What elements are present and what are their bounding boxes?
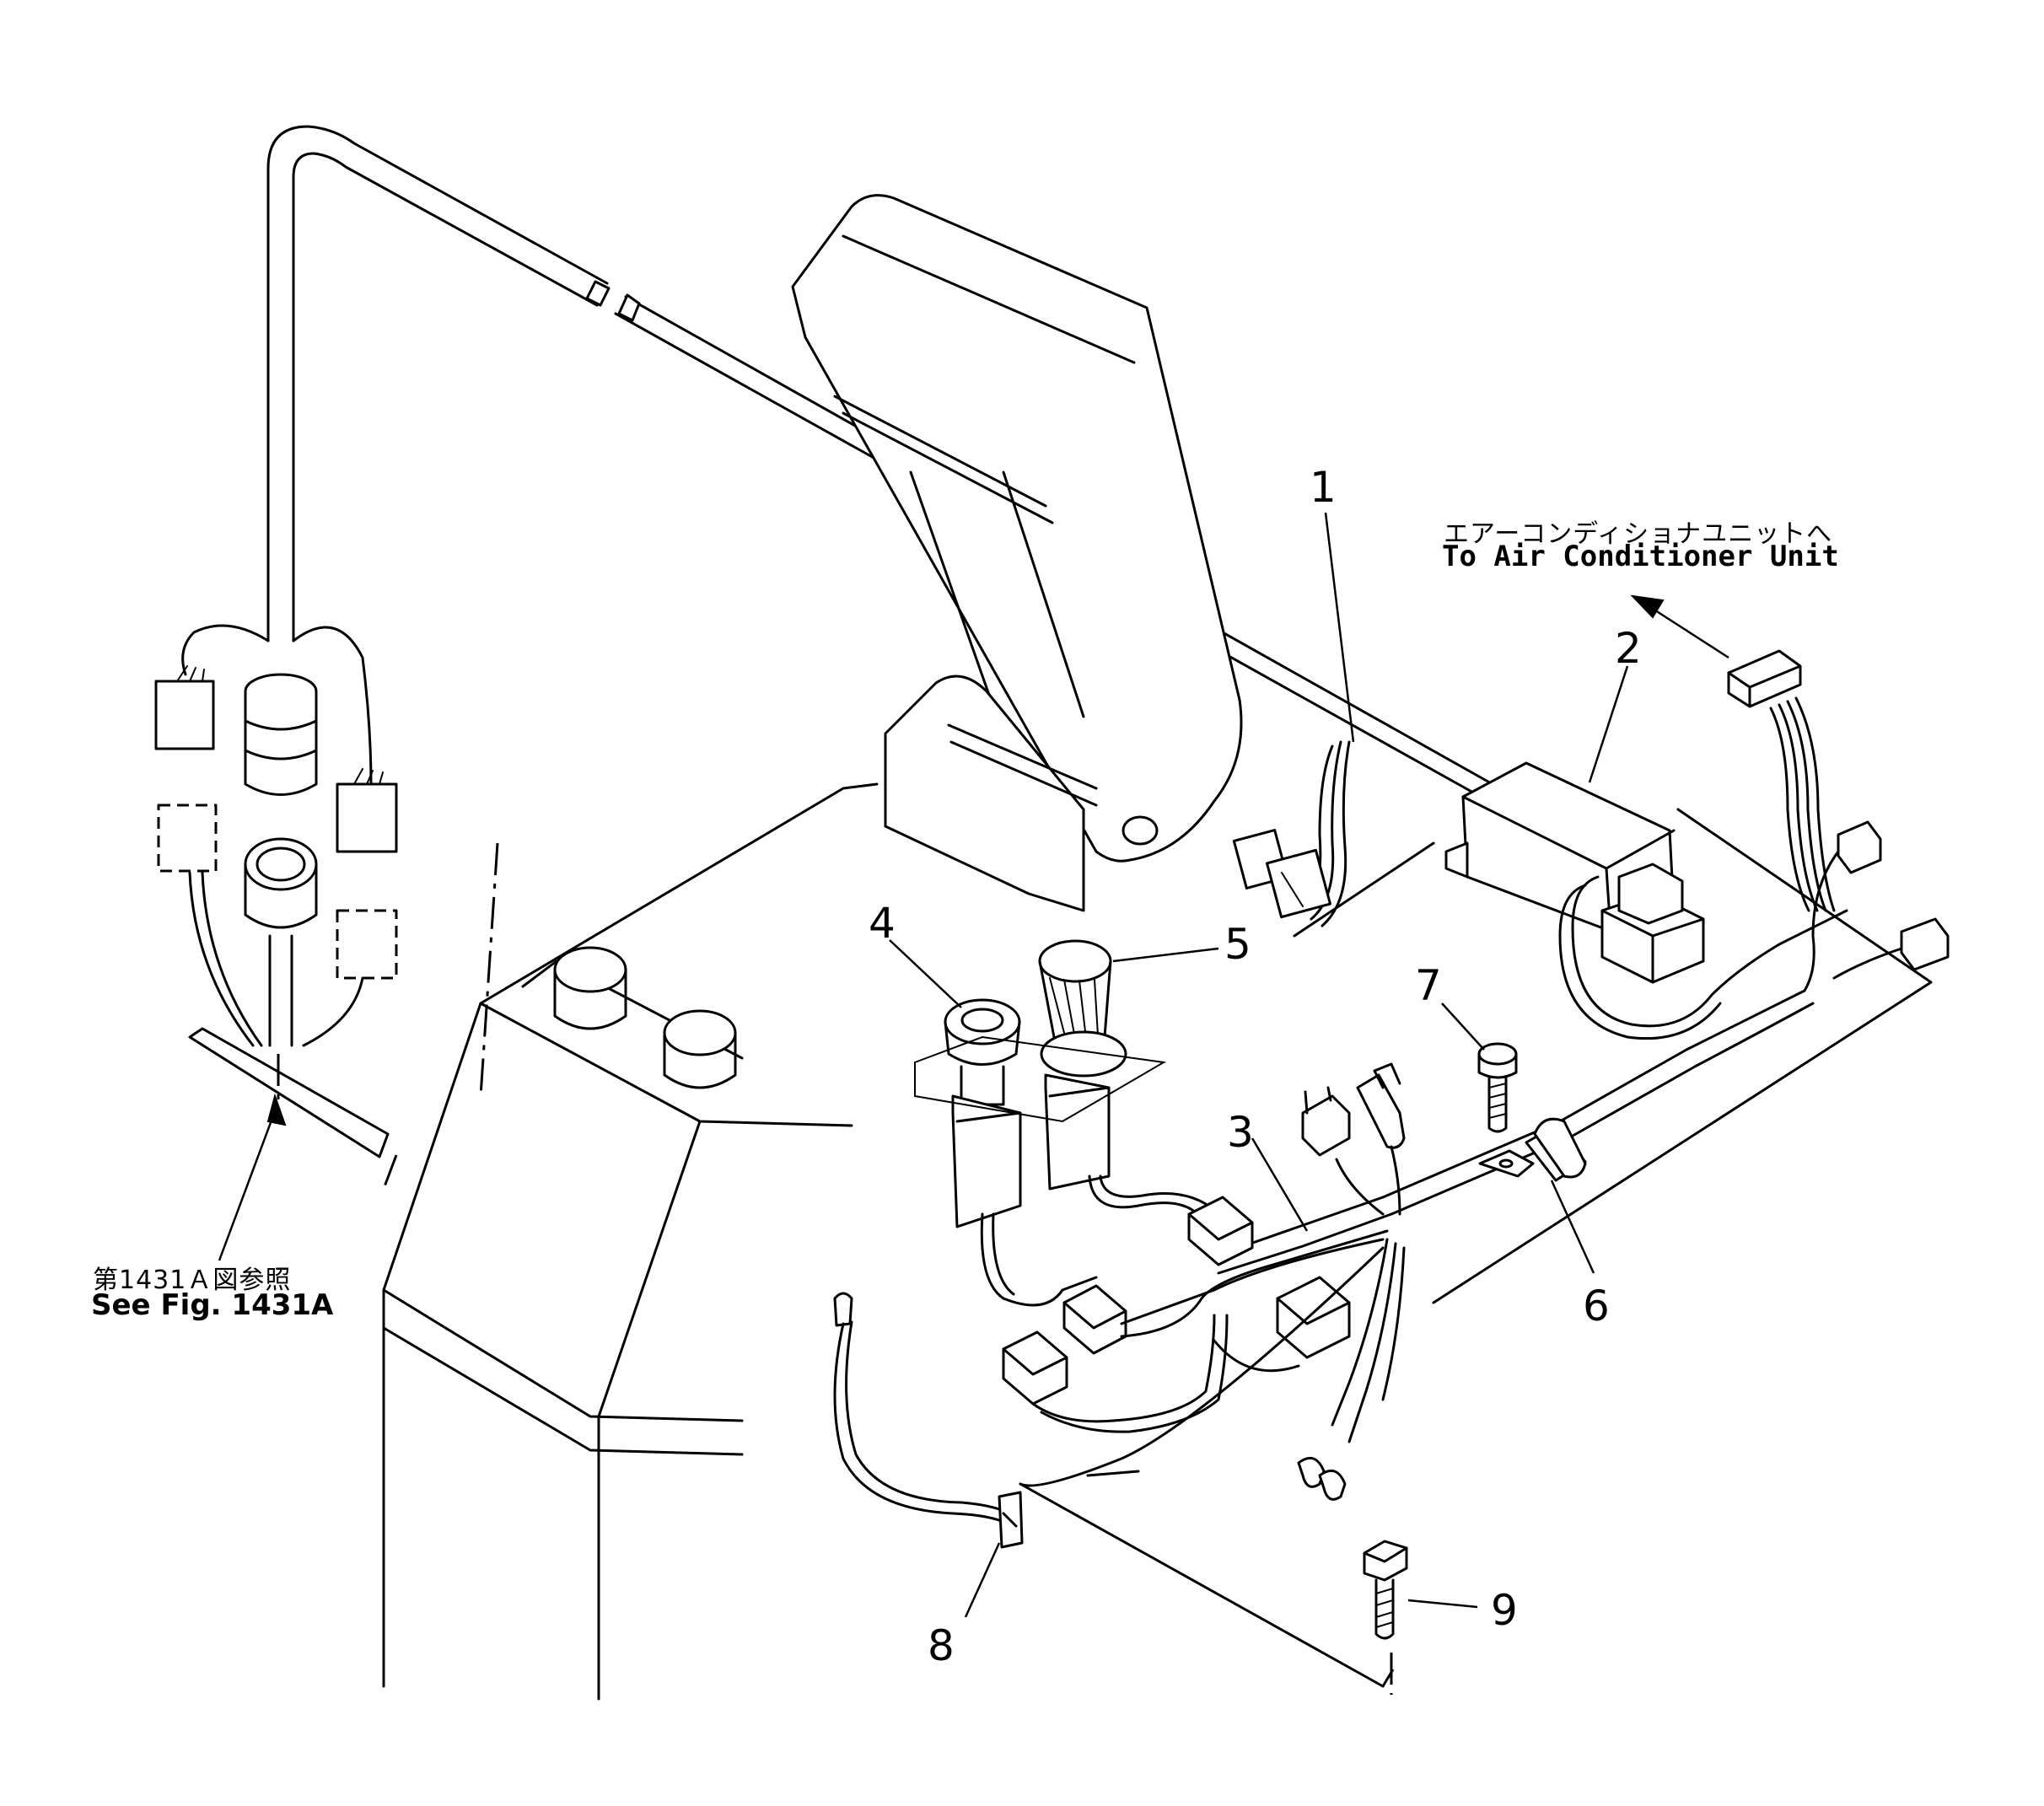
left-connector-group: [154, 624, 398, 1158]
see-fig-note-en: See Fig. 1431A: [91, 1288, 334, 1322]
switch-item-5: [914, 939, 1208, 1216]
main-harness-item-3: [833, 989, 1815, 1549]
callout-6: 6: [1583, 1282, 1610, 1330]
seat-base: [382, 675, 1098, 1701]
ac-unit-connector: [1710, 649, 1950, 997]
callout-7: 7: [1415, 961, 1442, 1010]
callout-1: 1: [1310, 463, 1337, 512]
relay-box-item-2: [1444, 761, 1722, 1040]
callout-5: 5: [1224, 920, 1251, 969]
leader-lines: [218, 512, 1729, 1618]
ac-unit-note-jp: エアーコンディショナユニットへ: [1444, 519, 1833, 549]
callout-4: 4: [869, 899, 896, 948]
callout-9: 9: [1491, 1586, 1518, 1635]
bolt-item-9: [1363, 1540, 1408, 1640]
callout-2: 2: [1615, 624, 1642, 673]
connector-item-1: [1232, 740, 1351, 927]
see-fig-note-jp: 第1431Ａ図参照: [93, 1266, 292, 1295]
ac-unit-note-en: To Air Conditioner Unit: [1442, 540, 1839, 573]
floor-plate: [479, 808, 1933, 1695]
callout-8: 8: [928, 1621, 955, 1670]
callout-3: 3: [1227, 1108, 1254, 1157]
seat-backrest: [791, 194, 1243, 863]
switch-item-4: [944, 998, 1022, 1300]
clamp-item-6: [1533, 1117, 1587, 1179]
bolt-item-7: [1477, 1042, 1535, 1178]
